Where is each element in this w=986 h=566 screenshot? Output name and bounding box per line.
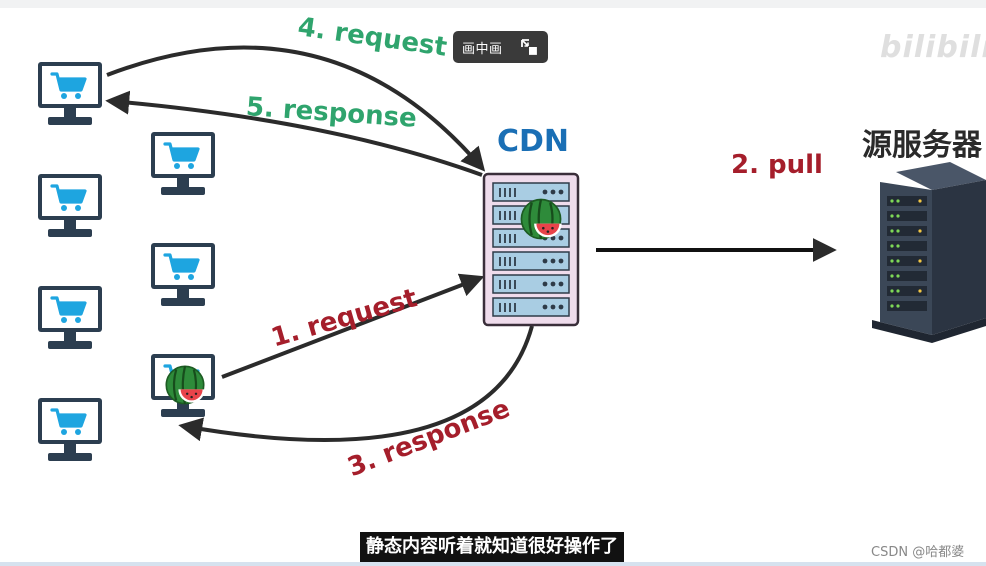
client-monitor-icon — [149, 130, 217, 197]
client-monitor-icon — [36, 172, 104, 239]
picture-in-picture-button[interactable]: 画中画 — [453, 31, 548, 63]
arrow-request-4 — [106, 45, 486, 172]
client-monitor-icon — [36, 396, 104, 463]
client-monitor-icon — [149, 241, 217, 308]
watermelon-icon — [520, 198, 563, 240]
origin-server-icon — [872, 162, 986, 343]
pip-exit-icon — [521, 39, 537, 55]
watermelon-icon — [165, 365, 206, 405]
top-strip — [0, 0, 986, 8]
cdn-server-icon — [482, 172, 580, 327]
arrow-request-1 — [221, 273, 485, 379]
origin-server-title: 源服务器 — [862, 128, 982, 163]
step-2-pull-label: 2. pull — [731, 150, 823, 180]
bottom-strip — [0, 562, 986, 566]
client-monitor-icon — [36, 284, 104, 351]
video-subtitle: 静态内容听着就知道很好操作了 — [360, 532, 624, 562]
arrow-response-3 — [178, 325, 534, 442]
arrow-response-5 — [105, 90, 483, 177]
cdn-title: CDN — [497, 124, 570, 159]
client-monitor-icon — [36, 60, 104, 127]
bilibili-watermark: bilibili — [880, 30, 986, 65]
csdn-credit: CSDN @哈都婆 — [871, 545, 965, 560]
pip-label: 画中画 — [462, 41, 503, 57]
